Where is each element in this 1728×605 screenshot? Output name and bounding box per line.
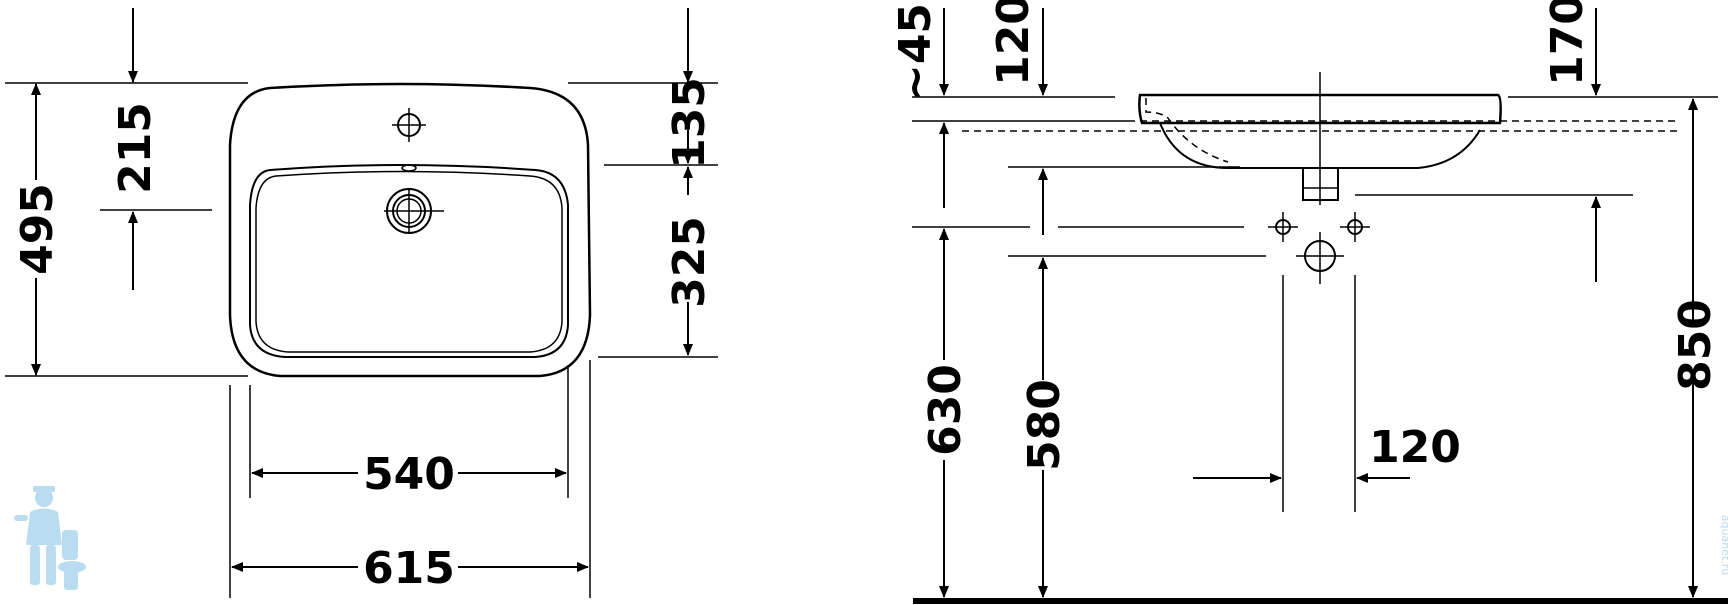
dim-850: 850 [1670,299,1721,391]
dim-325: 325 [664,216,715,308]
side-view: ~45 120 170 630 580 850 120 [890,0,1728,604]
dim-580: 580 [1019,379,1070,471]
waste-connection-icon [1296,232,1344,284]
overflow-slot [401,164,417,172]
dim-170: 170 [1542,0,1593,86]
basin-inner-bowl [249,164,569,358]
dim-630: 630 [920,364,971,456]
basin-bowl-profile [1159,122,1481,169]
dim-120-spacing: 120 [1369,422,1461,473]
dim-615: 615 [363,543,455,594]
dim-approx-45: ~45 [890,3,941,101]
supply-right-icon [1340,212,1370,242]
dim-135: 135 [664,77,715,169]
basin-outer-outline [228,82,592,378]
dim-540: 540 [363,449,455,500]
watermark-text: aquanet.ru [1719,515,1728,575]
dim-495: 495 [12,183,63,275]
top-view: 495 215 135 325 540 615 [5,8,718,598]
drain-icon [384,188,444,234]
dim-215: 215 [110,102,161,194]
supply-left-icon [1268,212,1298,242]
dim-120-rim: 120 [988,0,1039,86]
plumber-logo-icon [14,486,86,590]
tap-hole-icon [392,108,426,142]
basin-inner-bowl-edge [255,170,563,353]
watermark: aquanet.ru [14,486,1728,590]
